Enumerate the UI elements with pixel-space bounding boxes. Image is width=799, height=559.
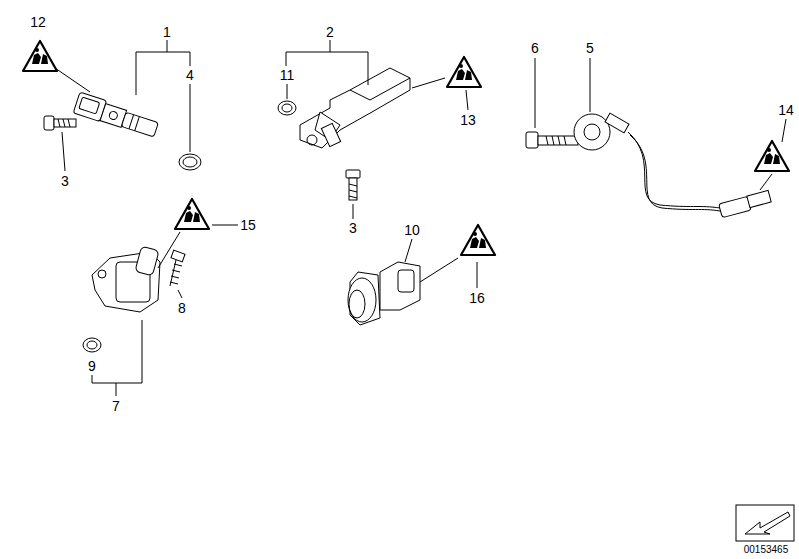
callout-number: 9 xyxy=(87,358,97,374)
callout-number: 1 xyxy=(162,24,172,40)
callout-number: 14 xyxy=(777,102,795,118)
diagram-number: 00153465 xyxy=(743,544,790,556)
callout-number: 13 xyxy=(459,112,477,128)
callout-number: 16 xyxy=(468,290,486,306)
callout-number: 7 xyxy=(111,398,121,414)
callout-number: 2 xyxy=(325,24,335,40)
callout-number: 6 xyxy=(530,40,540,56)
callout-number: 3 xyxy=(60,173,70,189)
callout-number: 15 xyxy=(239,217,257,233)
callout-number: 12 xyxy=(29,14,47,30)
callout-number: 4 xyxy=(185,67,195,83)
callout-number: 5 xyxy=(585,40,595,56)
callout-number: 3 xyxy=(348,220,358,236)
callout-number: 10 xyxy=(403,222,421,238)
callout-number: 8 xyxy=(177,300,187,316)
callout-number: 11 xyxy=(279,67,296,83)
